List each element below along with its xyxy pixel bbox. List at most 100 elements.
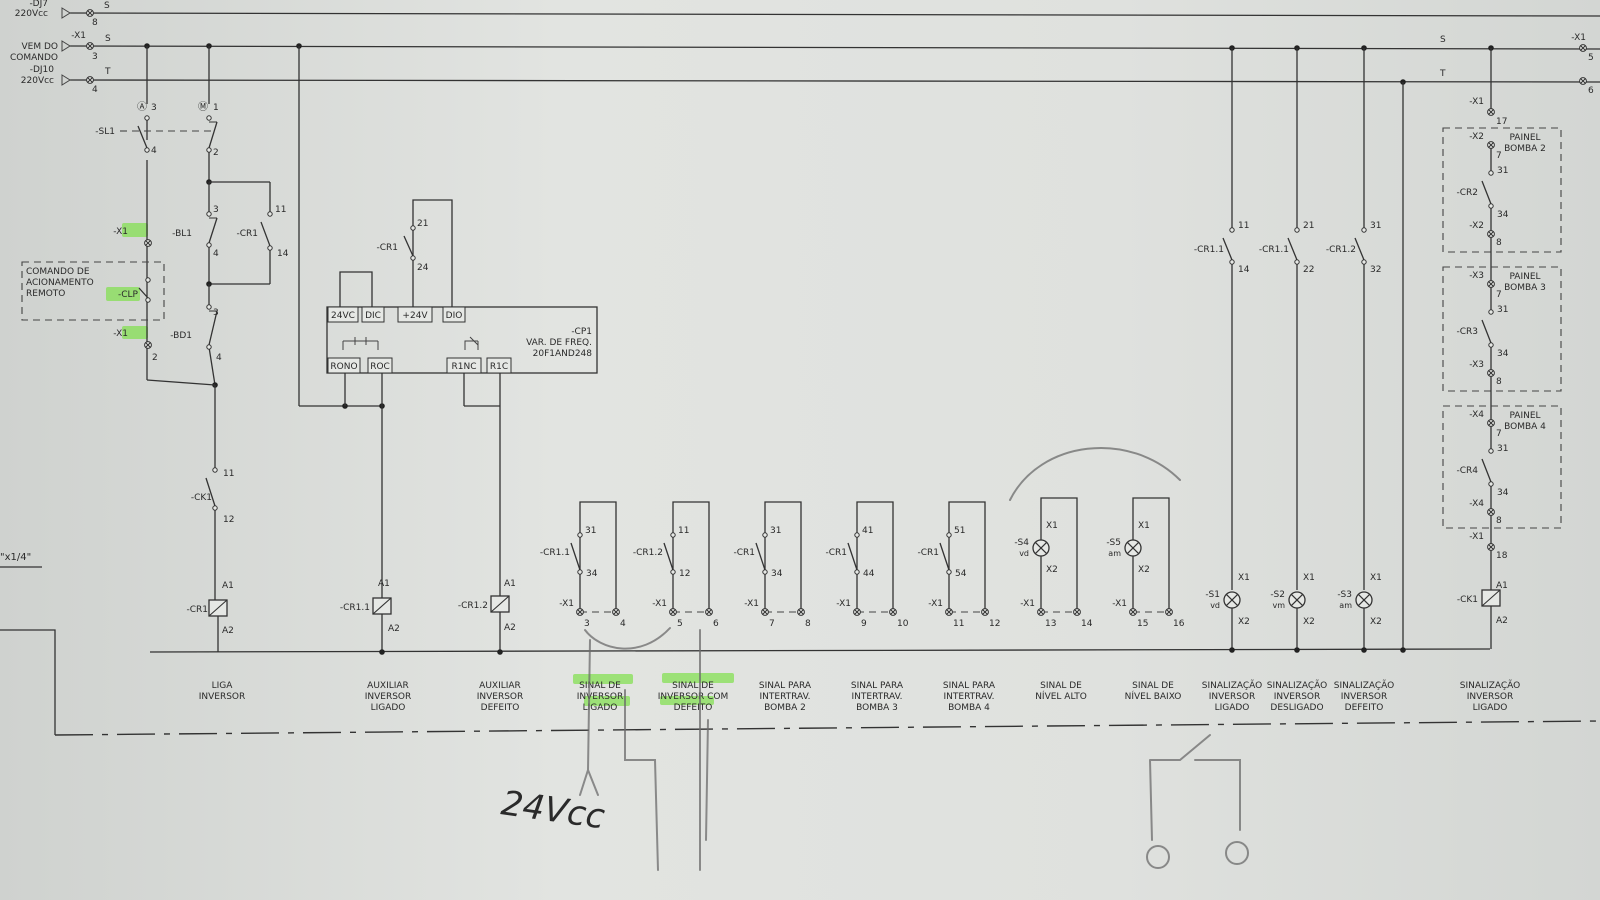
terminal-symbol (1487, 280, 1495, 288)
contact-ref: -CR1 (825, 548, 847, 558)
contact-nc (206, 211, 218, 248)
pencil-arc (1009, 446, 1181, 501)
terminal-number: 8 (1496, 516, 1502, 526)
terminal-symbol (981, 608, 989, 616)
bd1-ref: -BD1 (170, 331, 192, 341)
terminal-symbol (86, 42, 94, 50)
contact-pin (144, 115, 150, 121)
cp1-contact-ref: -CR1 (376, 243, 398, 253)
contact-no (1354, 227, 1367, 265)
terminal-cross (613, 609, 619, 615)
panel-label: PAINEL (1509, 411, 1540, 421)
contact-ref: -CR1 (917, 548, 939, 558)
cp1-terminal-label: RONO (330, 362, 357, 372)
terminal-cross (1488, 142, 1494, 148)
cp1-terminal-label: DIC (365, 311, 381, 321)
junction-dot (497, 649, 503, 655)
column-label: SINAL DE (672, 681, 714, 691)
column-label: SINAL PARA (759, 681, 812, 691)
coil-a1: A1 (222, 581, 234, 591)
contact-pin (1361, 259, 1367, 265)
lamp-cross (1126, 541, 1140, 555)
terminal-symbol (576, 608, 584, 616)
terminal-symbol (1487, 508, 1495, 516)
column-label: NÍVEL BAIXO (1125, 690, 1182, 702)
cr1-ref: -CR1 (236, 229, 258, 239)
terminal-symbol (86, 9, 94, 17)
wiring (0, 43, 1600, 736)
coil-a1: A1 (378, 579, 390, 589)
column-label: LIGADO (1473, 703, 1508, 713)
remote-box (21, 261, 165, 321)
terminal-cross (577, 609, 583, 615)
terminal-cross (854, 609, 860, 615)
terminal-number: 9 (861, 619, 867, 629)
contact-no (1481, 170, 1494, 209)
terminal-symbol (853, 608, 861, 616)
source-arrow (61, 40, 71, 52)
contact-blade (663, 542, 674, 571)
terminal-cross (1488, 281, 1494, 287)
terminal-number: 12 (989, 619, 1000, 629)
column-label: SINALIZAÇÃO (1267, 680, 1327, 691)
terminal-number: 3 (92, 52, 98, 62)
terminal-number: 7 (1496, 151, 1502, 161)
terminal-number: 11 (953, 619, 964, 629)
terminal-symbol (612, 608, 620, 616)
pin-number: 4 (216, 353, 222, 363)
dj10-ref: -DJ10 (30, 65, 55, 75)
pin-number: 54 (955, 569, 967, 579)
contact-blade (208, 310, 218, 346)
contact-no (1222, 227, 1235, 265)
pin-number: 22 (1303, 265, 1314, 275)
pencil-wire (624, 689, 659, 871)
terminal-cross (706, 609, 712, 615)
lamp-cross (1034, 541, 1048, 555)
terminal-symbol (889, 608, 897, 616)
pencil-lamp (1146, 845, 1170, 869)
terminal-number: 17 (1496, 117, 1507, 127)
terminal-number: 6 (713, 619, 719, 629)
bus-t (69, 79, 1600, 83)
coil-slash (372, 597, 392, 615)
dj10-voltage: 220Vcc (21, 76, 54, 86)
column-label: INTERTRAV. (760, 692, 811, 702)
terminal-ref: -X1 (1469, 97, 1484, 107)
terminal-number: 8 (92, 18, 98, 28)
terminal-number: 5 (677, 619, 683, 629)
terminal-symbol (705, 608, 713, 616)
lamp-loop (1040, 497, 1078, 612)
terminal-cross (798, 609, 804, 615)
contact-blade (1481, 180, 1492, 205)
cp1-terminal (327, 306, 359, 323)
coil-a2: A2 (222, 626, 234, 636)
lamp-x1: X1 (1238, 573, 1250, 583)
lamp (1355, 591, 1373, 609)
terminal-ref: -X3 (1469, 271, 1484, 281)
contact-pin (1229, 227, 1235, 233)
terminal-cross (890, 609, 896, 615)
terminal-symbol (1487, 543, 1495, 551)
cp1-terminal-label: 24VC (331, 311, 355, 321)
contact-no (1481, 309, 1494, 348)
source-arrow (61, 7, 71, 19)
source-label: COMANDO (10, 53, 58, 63)
terminal-cross (1580, 45, 1586, 51)
pin-number: 34 (771, 569, 783, 579)
cp1-terminal (446, 357, 482, 374)
terminal-ref: -X3 (1469, 360, 1484, 370)
terminal-number: 10 (897, 619, 909, 629)
coil-ref: -CR1.1 (340, 603, 370, 613)
frame-edge (0, 629, 56, 735)
terminal-cross (1038, 609, 1044, 615)
cp1-terminal (397, 306, 433, 323)
contact-no (755, 532, 768, 575)
remote-box-label: REMOTO (26, 289, 65, 299)
terminal-symbol (669, 608, 677, 616)
column-label: SINAL DE (579, 681, 621, 691)
contact-nc (206, 115, 218, 153)
contact-pin (145, 297, 151, 303)
contact-no (260, 211, 273, 251)
pin-number: 4 (151, 146, 157, 156)
ck1-ref: -CK1 (191, 493, 212, 503)
